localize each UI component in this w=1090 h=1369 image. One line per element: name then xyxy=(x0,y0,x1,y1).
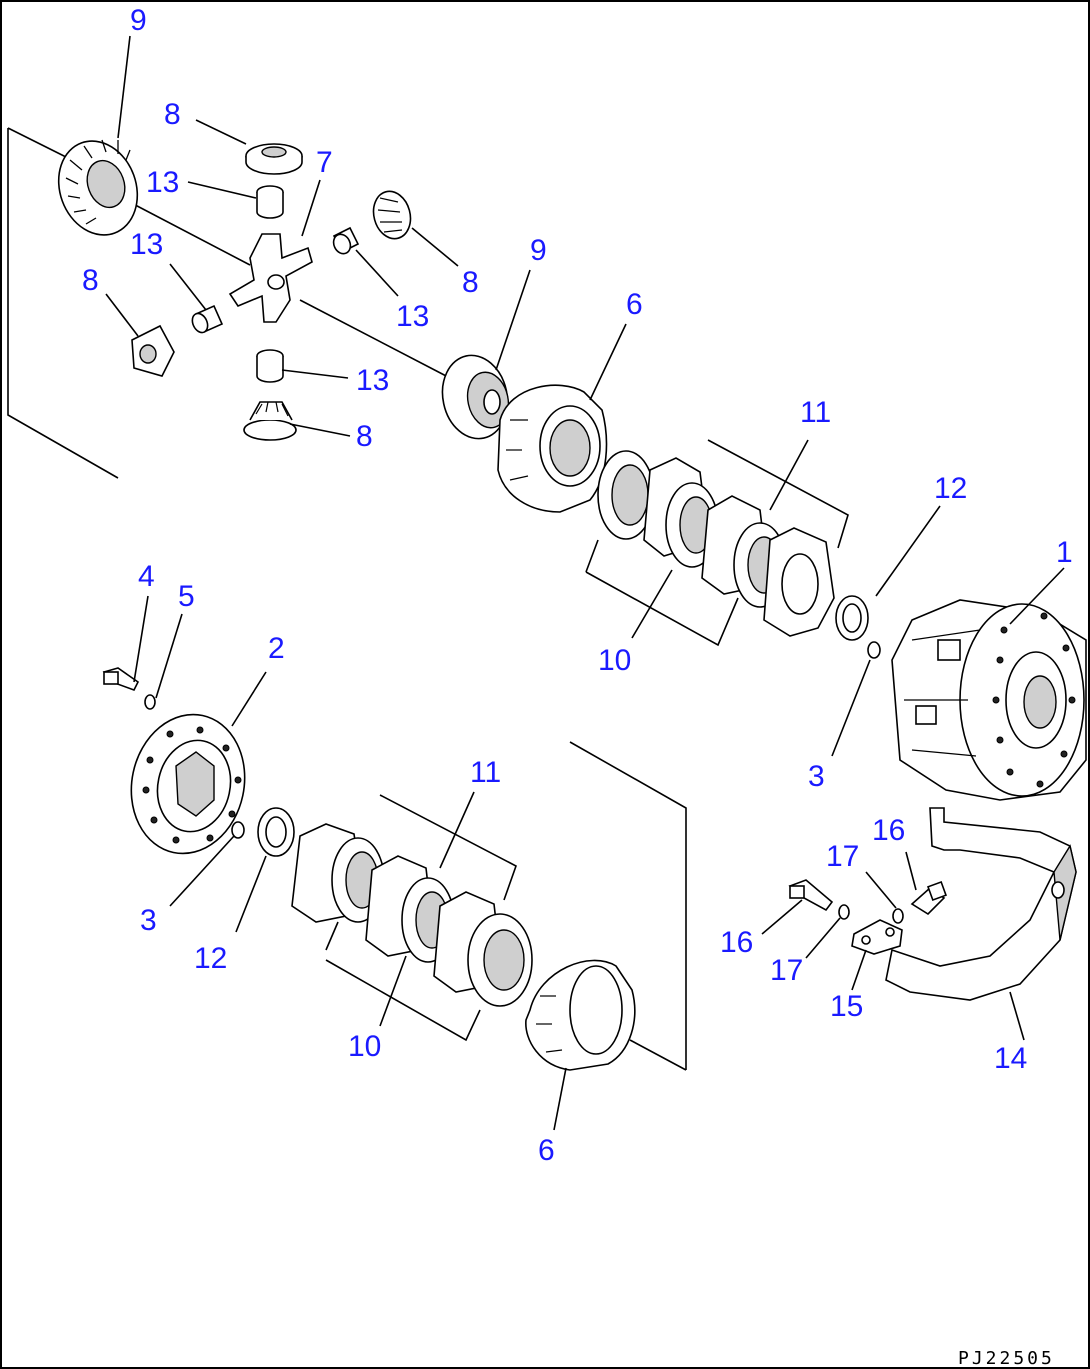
clamp-15 xyxy=(851,919,903,955)
bushing-13-top xyxy=(256,185,284,219)
callout-17: 17 xyxy=(826,840,859,873)
drawing-code: PJ22505 xyxy=(958,1348,1055,1369)
pinion-8-right xyxy=(372,190,412,240)
callout-8: 8 xyxy=(462,266,479,299)
callout-13: 13 xyxy=(130,228,163,261)
bolt-4 xyxy=(102,667,140,691)
thrust-washer-12-upper xyxy=(835,595,869,641)
callout-9: 9 xyxy=(530,234,547,267)
pin-3-upper xyxy=(867,641,881,659)
bushing-13-bottom xyxy=(256,349,284,383)
callout-17: 17 xyxy=(770,954,803,987)
assembly-bracket-lines xyxy=(7,127,849,1071)
callout-15: 15 xyxy=(830,990,863,1023)
callout-8: 8 xyxy=(82,264,99,297)
washer-17-right xyxy=(892,908,904,924)
thrust-washer-8-top xyxy=(245,143,303,175)
callout-3: 3 xyxy=(140,904,157,937)
pinion-washer-8-left xyxy=(131,324,175,377)
callout-labels: 9 8 13 7 13 8 8 13 13 8 9 6 11 12 1 10 3… xyxy=(82,4,1073,1167)
ring-gear-2 xyxy=(130,713,246,855)
bushing-13-right xyxy=(332,226,360,255)
clutch-pack-lower xyxy=(291,823,533,1007)
callout-2: 2 xyxy=(268,632,285,665)
callout-12: 12 xyxy=(194,942,227,975)
callout-8: 8 xyxy=(356,420,373,453)
callout-8: 8 xyxy=(164,98,181,131)
bolt-16-right xyxy=(910,881,947,916)
callout-16: 16 xyxy=(720,926,753,959)
pinion-8-bottom xyxy=(243,401,297,441)
callout-11: 11 xyxy=(470,756,501,789)
callout-7: 7 xyxy=(316,146,333,179)
callout-4: 4 xyxy=(138,560,155,593)
callout-11: 11 xyxy=(800,396,831,429)
guard-14 xyxy=(885,807,1077,1001)
callout-14: 14 xyxy=(994,1042,1027,1075)
callout-9: 9 xyxy=(130,4,147,37)
pressure-plate-6-upper xyxy=(497,384,608,513)
callout-1: 1 xyxy=(1056,536,1073,569)
callout-3: 3 xyxy=(808,760,825,793)
callout-6: 6 xyxy=(626,288,643,321)
bolt-16-left xyxy=(788,879,834,912)
lock-washer-5 xyxy=(144,694,156,710)
side-gear-9-upper xyxy=(57,139,139,236)
spider-7 xyxy=(228,233,313,323)
thrust-washer-12-lower xyxy=(257,807,295,857)
callout-10: 10 xyxy=(598,644,631,677)
pin-3-lower xyxy=(231,821,245,839)
leader-lines xyxy=(105,35,1065,1131)
callout-6: 6 xyxy=(538,1134,555,1167)
callout-12: 12 xyxy=(934,472,967,505)
callout-13: 13 xyxy=(146,166,179,199)
callout-16: 16 xyxy=(872,814,905,847)
washer-17-left xyxy=(838,904,850,920)
bushing-13-left xyxy=(191,304,224,334)
callout-13: 13 xyxy=(396,300,429,333)
callout-13: 13 xyxy=(356,364,389,397)
callout-10: 10 xyxy=(348,1030,381,1063)
differential-case-1 xyxy=(891,599,1087,801)
side-gear-9-mid xyxy=(441,354,510,440)
callout-5: 5 xyxy=(178,580,195,613)
clutch-pack-upper xyxy=(597,450,835,637)
axis-lines xyxy=(117,195,451,379)
pressure-plate-6-lower xyxy=(525,959,636,1071)
